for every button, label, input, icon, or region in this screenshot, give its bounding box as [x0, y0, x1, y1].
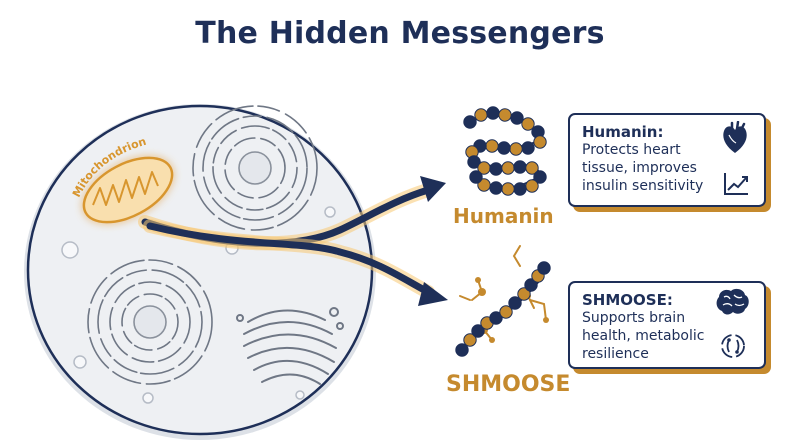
metabolism-cycle-icon [721, 334, 745, 358]
humanin-bead [489, 162, 503, 176]
humanin-bead [467, 155, 481, 169]
shmoose-bead [508, 296, 522, 310]
shmoose-bead [455, 343, 469, 357]
humanin-molecule [463, 106, 547, 196]
shmoose-bead [524, 278, 538, 292]
cell [24, 104, 376, 440]
humanin-bead [497, 141, 511, 155]
shmoose-label: SHMOOSE [446, 372, 571, 397]
humanin-bead [501, 161, 515, 175]
humanin-card-body: Protects heart tissue, improves insulin … [582, 142, 704, 194]
shmoose-card-body: Supports brain health, metabolic resilie… [582, 310, 705, 362]
shmoose-bead [471, 324, 485, 338]
humanin-bead [477, 178, 491, 192]
shmoose-molecule [455, 245, 551, 357]
humanin-bead [486, 106, 500, 120]
golgi-apparatus [236, 307, 344, 385]
shmoose-bead [537, 261, 551, 275]
shmoose-bead [489, 311, 503, 325]
mitochondrion [82, 156, 174, 224]
shmoose-bead [463, 333, 477, 347]
arrowhead-humanin [420, 176, 446, 202]
shmoose-bead [499, 305, 513, 319]
humanin-bead [469, 170, 483, 184]
humanin-bead [525, 161, 539, 175]
brain-icon [716, 288, 749, 315]
humanin-bead [525, 179, 539, 193]
humanin-bead [485, 139, 499, 153]
humanin-bead [501, 182, 515, 196]
humanin-bead [513, 182, 527, 196]
heart-icon [723, 121, 747, 153]
endoplasmic-reticulum-lower [87, 259, 213, 385]
humanin-card-title: Humanin: [582, 123, 664, 141]
humanin-bead [533, 170, 547, 184]
shmoose-bead [517, 287, 531, 301]
humanin-bead [463, 115, 477, 129]
humanin-bead [510, 111, 524, 125]
humanin-bead [474, 108, 488, 122]
arrowhead-shmoose [418, 282, 448, 306]
humanin-bead [521, 141, 535, 155]
humanin-bead [489, 181, 503, 195]
humanin-bead [509, 142, 523, 156]
shmoose-info-card: SHMOOSE: Supports brain health, metaboli… [568, 281, 766, 369]
shmoose-card-title: SHMOOSE: [582, 291, 673, 309]
secretion-arrows [138, 176, 448, 306]
humanin-bead [498, 108, 512, 122]
humanin-info-card: Humanin: Protects heart tissue, improves… [568, 113, 766, 207]
endoplasmic-reticulum-upper [192, 105, 318, 231]
humanin-bead [521, 117, 535, 131]
rising-chart-icon [724, 173, 748, 195]
humanin-bead [533, 135, 547, 149]
humanin-bead [513, 160, 527, 174]
humanin-label: Humanin [453, 204, 554, 228]
diagram-title: The Hidden Messengers [195, 16, 605, 51]
